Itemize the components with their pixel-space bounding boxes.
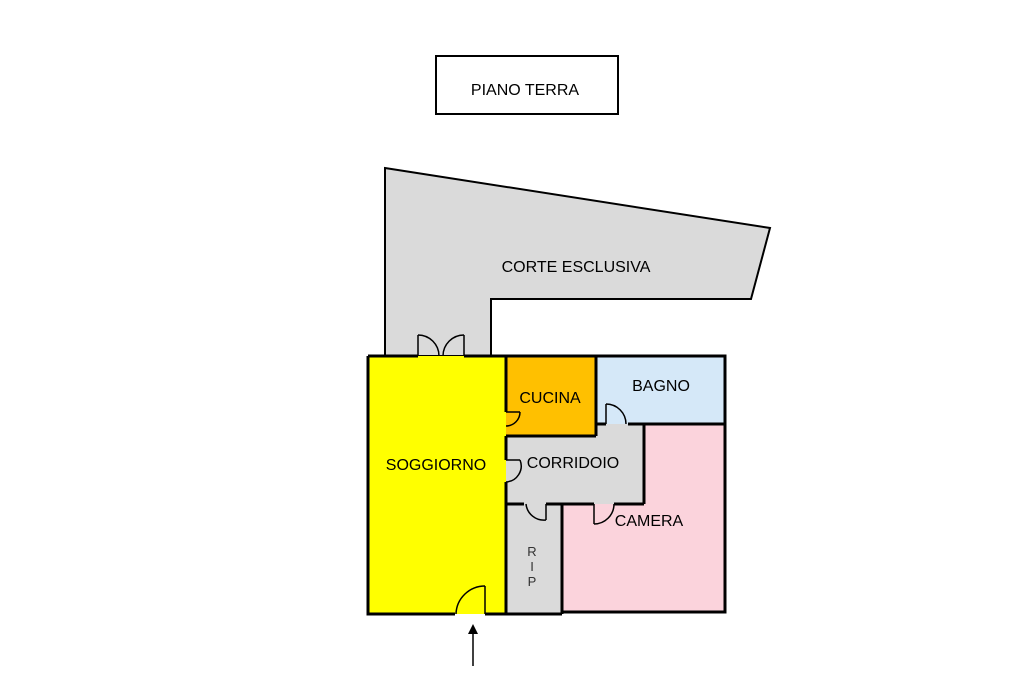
room-bagno: BAGNO xyxy=(596,356,725,424)
rip-label-p: P xyxy=(528,574,537,589)
title-box: PIANO TERRA xyxy=(435,55,619,115)
corridoio-area xyxy=(506,424,644,504)
up-arrow-icon xyxy=(468,624,478,666)
corte-label: CORTE ESCLUSIVA xyxy=(502,259,651,276)
rip-label-i: I xyxy=(530,559,534,574)
door-rip xyxy=(525,503,547,521)
camera-label: CAMERA xyxy=(615,513,684,530)
room-camera: CAMERA xyxy=(562,424,725,612)
door-corridoio xyxy=(505,459,522,483)
title-text: PIANO TERRA xyxy=(471,82,580,99)
cucina-area xyxy=(506,356,596,436)
door-courtyard xyxy=(417,334,465,357)
doors xyxy=(417,334,627,615)
cucina-label: CUCINA xyxy=(519,390,581,407)
door-bagno xyxy=(605,403,627,425)
soggiorno-area xyxy=(368,356,506,614)
bagno-area xyxy=(596,356,725,424)
soggiorno-label: SOGGIORNO xyxy=(386,457,486,474)
door-entrance xyxy=(455,585,486,615)
camera-area xyxy=(562,424,725,612)
rip-area xyxy=(506,504,562,614)
rip-label-r: R xyxy=(527,544,536,559)
corridoio-label: CORRIDOIO xyxy=(527,455,619,472)
room-corridoio: CORRIDOIO xyxy=(506,424,644,504)
room-cucina: CUCINA xyxy=(506,356,596,436)
walls xyxy=(366,354,727,616)
bagno-label: BAGNO xyxy=(632,378,690,395)
door-cucina xyxy=(505,411,521,427)
door-camera xyxy=(593,503,615,525)
room-corte-esclusiva: CORTE ESCLUSIVA xyxy=(384,166,772,357)
room-soggiorno: SOGGIORNO xyxy=(368,356,506,614)
room-rip: R I P xyxy=(506,504,562,614)
